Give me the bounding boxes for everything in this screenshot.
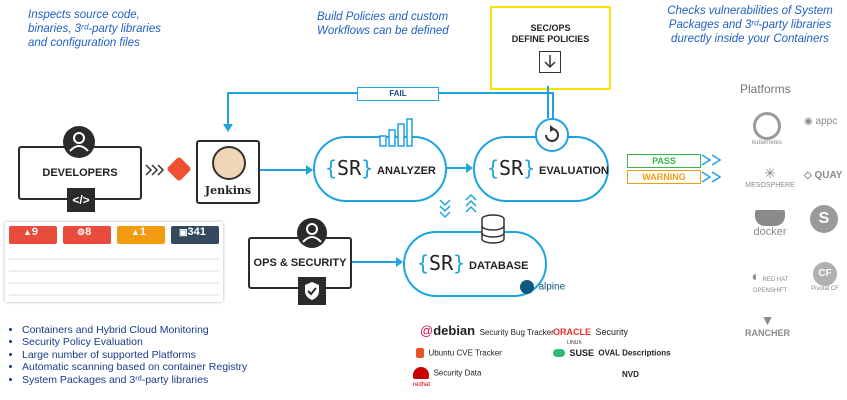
dashboard-tile: ⚙8 [63, 226, 111, 244]
mesosphere-icon: ✳ [764, 165, 776, 181]
dashboard-tile: ▲9 [9, 226, 57, 244]
analyzer-label: ANALYZER [377, 165, 436, 177]
appc-logo: ◉ appc [804, 116, 838, 127]
linux-label: LINUX [567, 340, 582, 346]
dashboard-tile: ▲1 [117, 226, 165, 244]
nvd-source: NVD [622, 370, 639, 379]
note-source-inspection: Inspects source code, binaries, 3ʳᵈ-part… [28, 9, 161, 49]
alpine-logo: alpine [520, 278, 565, 296]
analyzer-sr-logo: {SR} [325, 156, 374, 180]
kubernetes-wheel-icon [753, 112, 781, 140]
suse-logo: SUSE [569, 347, 594, 358]
pass-badge: PASS [627, 154, 701, 168]
dashboard-rows [9, 248, 219, 298]
user-icon [63, 126, 95, 158]
mesosphere-logo: ✳ MESOSPHERE [740, 165, 800, 189]
oracle-label: Security [595, 327, 628, 337]
secops-label: SEC/OPS DEFINE POLICIES [511, 23, 590, 44]
note-container-checks: Checks vulnerabilities of System Package… [667, 5, 833, 45]
ubuntu-logo-icon [416, 347, 424, 358]
secops-box: SEC/OPS DEFINE POLICIES [490, 6, 611, 90]
evaluation-sr-logo: {SR} [487, 156, 536, 180]
feature-list: Containers and Hybrid Cloud Monitoring S… [0, 324, 252, 387]
docker-logo: docker [745, 210, 795, 238]
feature-item: Large number of supported Platforms [22, 349, 252, 362]
warning-icon: ▲ [131, 227, 140, 237]
quay-logo: ◇ QUAY [804, 170, 843, 181]
quay-icon: ◇ [804, 170, 812, 181]
gear-icon: ⚙ [77, 227, 86, 237]
shield-icon [298, 277, 326, 305]
redhat-source: Security Data redhat [413, 364, 481, 388]
ubuntu-source: Ubuntu CVE Tracker [416, 344, 502, 362]
cf-icon: CF [813, 262, 837, 286]
debian-source: @debian Security Bug Tracker [420, 322, 554, 340]
redhat-label: Security Data [433, 368, 482, 378]
feature-item: Containers and Hybrid Cloud Monitoring [22, 324, 252, 337]
oracle-logo: ORACLE [553, 327, 591, 337]
alpine-label: alpine [538, 281, 566, 293]
pivotal-cf-logo: CF Pivotal CF [805, 262, 845, 292]
suse-chameleon-icon [553, 348, 565, 357]
down-arrow-icon [539, 51, 561, 73]
bug-icon: ▲ [23, 227, 32, 237]
evaluation-label: EVALUATION [539, 165, 609, 177]
debian-logo: debian [433, 323, 476, 338]
oracle-source: ORACLE Security LINUX [553, 322, 628, 346]
jenkins-box: Jenkins [196, 140, 260, 204]
rancher-cow-icon: ▼ [760, 312, 775, 328]
note-build-policies: Build Policies and custom Workflows can … [317, 11, 449, 37]
fail-label: FAIL [357, 87, 439, 101]
docker-whale-icon [755, 210, 785, 226]
feature-item: Security Policy Evaluation [22, 336, 252, 349]
database-icon [478, 213, 508, 250]
debian-swirl-icon: @ [420, 323, 434, 338]
openshift-icon: ◐ [751, 268, 761, 284]
bar-chart-icon [378, 118, 414, 153]
feature-item: Automatic scanning based on container Re… [22, 361, 252, 374]
database-sr-logo: {SR} [417, 251, 466, 275]
debian-label: Security Bug Tracker [479, 328, 554, 337]
platforms-title: Platforms [740, 82, 791, 96]
analyzer-node: {SR} ANALYZER [313, 136, 447, 202]
ubuntu-label: Ubuntu CVE Tracker [428, 348, 502, 358]
ops-security-label: OPS & SECURITY [253, 257, 347, 269]
dashboard-tile: ▣341 [171, 226, 219, 244]
suse-label: OVAL Descriptions [598, 348, 671, 358]
user-icon [297, 218, 327, 248]
developers-label: DEVELOPERS [42, 167, 118, 179]
redhat-hat-icon [413, 366, 429, 379]
database-label: DATABASE [469, 260, 529, 272]
redhat-logo: redhat [413, 382, 431, 388]
suse-source: SUSE OVAL Descriptions [553, 344, 671, 362]
box-icon: ▣ [179, 227, 188, 237]
kubernetes-logo: kubernetes [742, 112, 792, 146]
alpine-mountain-icon [520, 279, 534, 294]
jenkins-label: Jenkins [204, 184, 252, 197]
rancher-logo: ▼ RANCHER [740, 312, 795, 338]
openshift-logo: ◐ RED HAT OPENSHIFT [751, 268, 789, 294]
warning-badge: WARNING [627, 170, 701, 184]
s-platform-icon: S [810, 205, 838, 233]
jenkins-logo-icon [212, 146, 246, 180]
refresh-icon [535, 118, 569, 152]
feature-item: System Packages and 3ʳᵈ-party libraries [22, 374, 252, 387]
appc-icon: ◉ [804, 116, 813, 127]
dashboard-thumbnail: ▲9 ⚙8 ▲1 ▣341 [5, 222, 223, 302]
code-icon: </> [67, 188, 95, 212]
